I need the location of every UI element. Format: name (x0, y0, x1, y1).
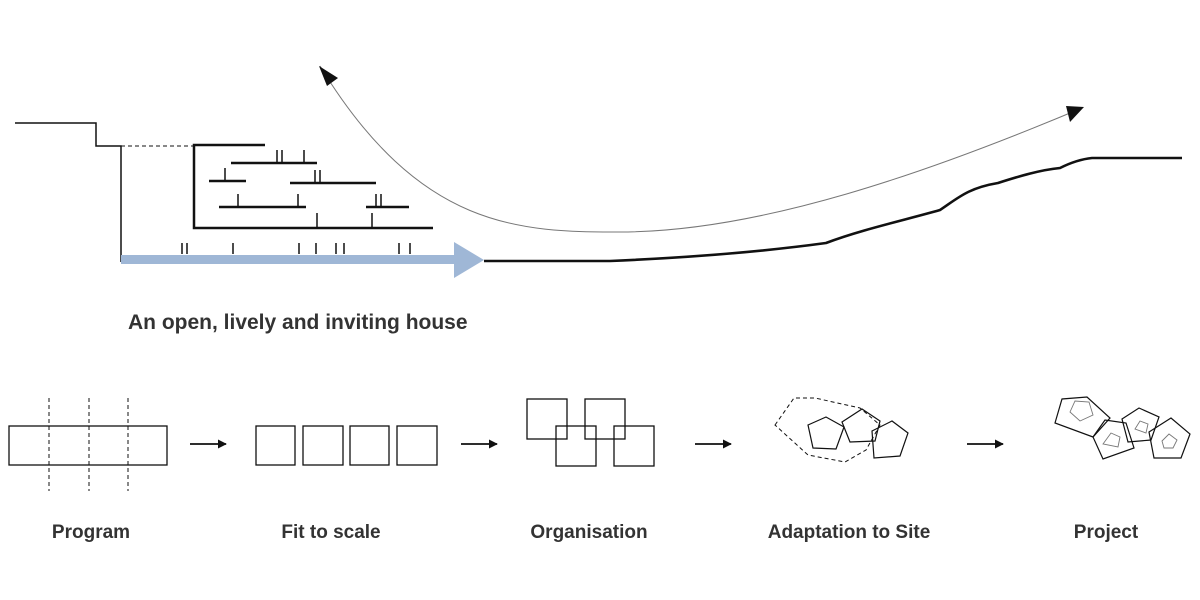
fit-to-scale-diagram (255, 425, 438, 466)
step-label-program: Program (51, 522, 131, 543)
step-label-adaptation-to-site: Adaptation to Site (767, 522, 931, 543)
flow-arrow (121, 242, 484, 278)
step-label-organisation: Organisation (530, 522, 648, 543)
left-terrain-line (15, 122, 122, 262)
step-label-fit-to-scale: Fit to scale (281, 522, 381, 543)
view-arrow-right-head (1066, 106, 1084, 122)
building-floor-plates (181, 143, 433, 254)
adaptation-diagram (774, 397, 909, 463)
site-section-diagram (15, 65, 1182, 278)
view-arrow-left-head (319, 66, 338, 86)
step-label-project: Project (1073, 522, 1139, 543)
organisation-diagram (526, 398, 655, 467)
headline: An open, lively and inviting house (128, 311, 468, 334)
program-diagram (8, 398, 168, 491)
view-arrow-curve (319, 65, 1083, 233)
project-diagram (1054, 396, 1191, 460)
ground-terrain-line (484, 156, 1182, 263)
